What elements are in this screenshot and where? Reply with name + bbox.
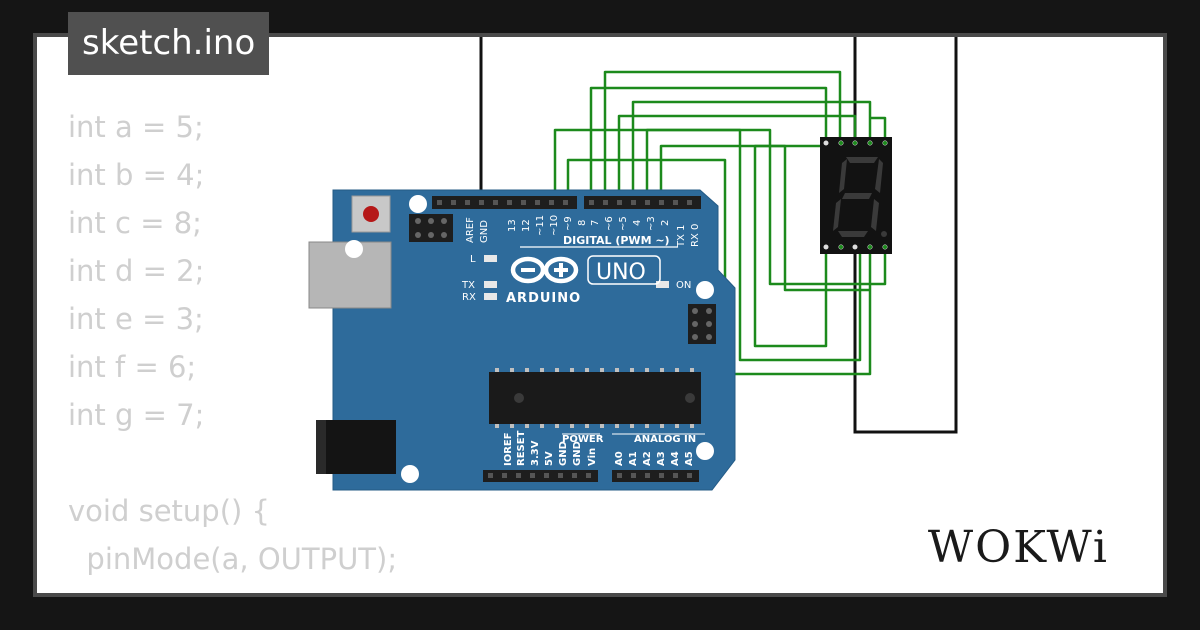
wire-dp[interactable]: [870, 116, 887, 138]
code-line: int c = 8;: [68, 206, 202, 240]
code-line: int g = 7;: [68, 398, 205, 432]
pin-label: AREF: [465, 217, 476, 243]
pin-label: 4: [632, 220, 643, 226]
pin-label: A3: [656, 451, 667, 466]
pin-label: A5: [684, 451, 695, 466]
mount-hole: [401, 465, 419, 483]
uno-badge: [587, 255, 661, 285]
pin-label: 5V: [544, 451, 555, 466]
pin-label: GND: [479, 220, 490, 243]
led-label-l: L: [470, 254, 476, 265]
pin-label: A1: [628, 451, 639, 466]
pin-label: ~6: [604, 216, 615, 231]
led-label-rx: RX: [462, 292, 476, 303]
circuit-diagram: AREF GND 13 12 ~11 ~10 ~9 8 7 ~6 ~5 4 ~3…: [308, 37, 958, 491]
wire-pin2[interactable]: [659, 144, 870, 292]
pin-label: A4: [670, 451, 681, 466]
seven-segment-display[interactable]: [820, 137, 892, 254]
code-line: int d = 2;: [68, 254, 205, 288]
code-preview: int a = 5; int b = 4; int c = 8; int d =…: [68, 103, 398, 593]
led-tx: [484, 281, 497, 288]
pin-label: GND: [558, 441, 569, 466]
wokwi-logo: WOKWi: [927, 522, 1109, 573]
mount-hole: [696, 281, 714, 299]
wire-pin4[interactable]: [631, 100, 872, 200]
wire-pin9[interactable]: [553, 128, 887, 286]
power-jack: [316, 420, 396, 474]
analog-header[interactable]: [612, 470, 699, 482]
mount-hole: [696, 442, 714, 460]
pin-label: Vin: [587, 448, 598, 466]
pin-label: ~3: [646, 216, 657, 231]
arduino-brand-text: ARDUINO: [506, 291, 581, 306]
code-line: int e = 3;: [68, 302, 204, 336]
code-line: int a = 5;: [68, 110, 204, 144]
digital-header-low[interactable]: [584, 196, 701, 209]
code-line: int f = 6;: [68, 350, 197, 384]
bottom-pin-labels: IOREF RESET 3.3V 5V GND GND Vin A0 A1 A2…: [503, 430, 695, 466]
led-label-on: ON: [676, 280, 691, 291]
power-label: POWER: [562, 434, 604, 445]
pin-label: ~9: [563, 216, 574, 231]
mount-hole: [409, 195, 427, 213]
wire-pin5[interactable]: [617, 114, 857, 200]
digital-label: DIGITAL (PWM ~): [563, 234, 670, 247]
reset-button-cap[interactable]: [363, 206, 379, 222]
pin-label: GND: [572, 441, 583, 466]
pin-label: ~5: [618, 216, 629, 231]
wire-pin3[interactable]: [645, 128, 862, 362]
pin-label: 3.3V: [530, 440, 541, 466]
pin-label: 12: [521, 219, 532, 232]
display-segments: [833, 157, 887, 237]
pin-label: ~10: [549, 215, 560, 236]
led-label-tx: TX: [461, 280, 475, 291]
pin-label: RESET: [516, 430, 527, 466]
pin-label: 7: [590, 220, 601, 226]
mount-hole: [345, 240, 363, 258]
pin-label: IOREF: [503, 432, 514, 466]
code-line: pinMode(a, OUTPUT);: [68, 542, 398, 576]
arduino-infinity-icon: [510, 256, 579, 284]
led-on: [656, 281, 669, 288]
simulation-canvas[interactable]: int a = 5; int b = 4; int c = 8; int d =…: [37, 37, 1163, 593]
code-line: void setup() {: [68, 494, 270, 528]
atmega-chip: [489, 372, 701, 424]
pin-label: ~11: [535, 215, 546, 236]
top-pin-labels: AREF GND 13 12 ~11 ~10 ~9 8 7 ~6 ~5 4 ~3…: [465, 215, 701, 248]
digital-header-high[interactable]: [432, 196, 577, 209]
analog-label: ANALOG IN: [634, 434, 696, 445]
pin-label: A0: [614, 451, 625, 466]
code-line: int b = 4;: [68, 158, 205, 192]
arduino-uno-board[interactable]: AREF GND 13 12 ~11 ~10 ~9 8 7 ~6 ~5 4 ~3…: [308, 189, 736, 491]
led-l: [484, 255, 497, 262]
uno-label: UNO: [596, 260, 646, 285]
pin-label: 13: [507, 219, 518, 232]
pin-label: TX 1: [676, 225, 687, 249]
wire-pin8[interactable]: [566, 158, 872, 376]
pin-label: 2: [660, 220, 671, 226]
pin-label: 8: [577, 220, 588, 226]
pin-label: RX 0: [690, 224, 701, 247]
power-header[interactable]: [483, 470, 598, 482]
pin-label: A2: [642, 451, 653, 466]
code-line: pinMode(b, OUTPUT);: [68, 583, 397, 593]
sketch-file-title[interactable]: sketch.ino: [68, 12, 270, 75]
led-rx: [484, 293, 497, 300]
wire-pin6[interactable]: [603, 70, 842, 200]
